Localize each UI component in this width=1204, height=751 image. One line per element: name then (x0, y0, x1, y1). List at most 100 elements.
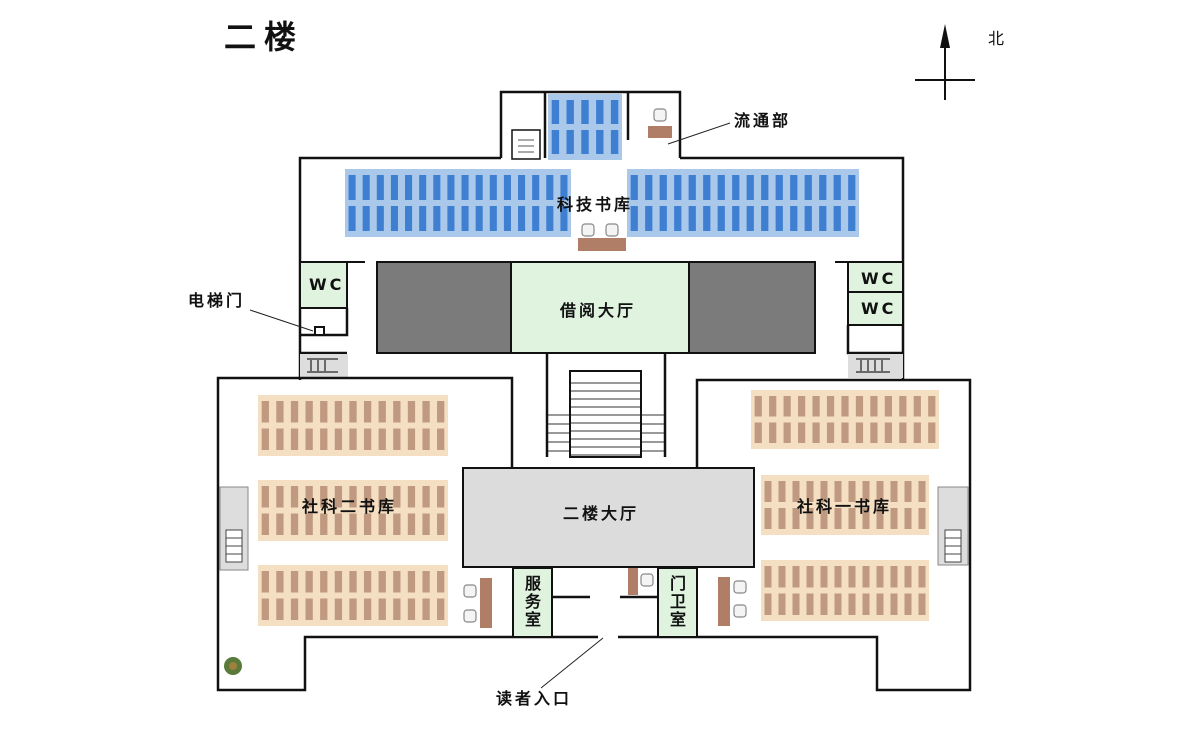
bookshelf (489, 206, 497, 231)
bookshelf (645, 175, 653, 200)
bookshelf (862, 593, 870, 615)
bookshelf (630, 175, 638, 200)
bookshelf (407, 598, 416, 620)
bookshelf (363, 571, 372, 593)
bookshelf (305, 428, 313, 450)
bookshelf (798, 422, 806, 443)
bookshelf (376, 175, 384, 200)
bookshelf (363, 598, 372, 620)
bookshelf (899, 422, 907, 443)
reader-entrance-label: 读者入口 (496, 689, 572, 708)
bookshelf (407, 401, 416, 423)
bookshelf (290, 598, 299, 620)
bookshelf (437, 401, 445, 423)
service-room[interactable] (512, 567, 553, 638)
bookshelf (437, 486, 445, 508)
bookshelf (489, 175, 497, 200)
bookshelf (566, 130, 574, 154)
wc-right-2[interactable] (847, 291, 904, 326)
bookshelf (362, 206, 370, 231)
chair-icon (640, 573, 654, 587)
bookshelf (320, 598, 328, 620)
bookshelf (261, 571, 269, 593)
bookshelf (261, 428, 269, 450)
bookshelf (405, 206, 413, 231)
bookshelf (596, 100, 604, 124)
bookshelf (792, 566, 800, 588)
bookshelf (393, 571, 401, 593)
bookshelf (581, 130, 589, 154)
guard-room[interactable] (657, 567, 698, 638)
bookshelf (532, 206, 540, 231)
desk (480, 578, 492, 628)
bookshelf (437, 598, 445, 620)
central-staircase (545, 353, 667, 458)
bookshelf (320, 513, 328, 535)
bookshelf (876, 593, 884, 615)
bookshelf (913, 396, 921, 417)
wc-right-1[interactable] (847, 261, 904, 293)
bookshelf (826, 396, 835, 417)
bookshelf (551, 100, 560, 124)
bookshelf (261, 598, 269, 620)
bookshelf (518, 175, 526, 200)
desk (648, 126, 672, 138)
second-floor-hall[interactable] (462, 467, 755, 568)
guard-room-char-1: 门 (670, 574, 689, 593)
bookshelf (349, 513, 357, 535)
bookshelf (862, 508, 870, 529)
bookshelf (806, 481, 814, 502)
wc-right-2-label: WC (861, 299, 896, 318)
bookshelf (320, 401, 328, 423)
bookshelf (834, 481, 842, 502)
bookshelf (407, 513, 416, 535)
north-label: 北 (988, 29, 1004, 48)
bookshelf (804, 175, 812, 200)
bookshelf (806, 593, 814, 615)
chair-icon (463, 609, 477, 623)
bookshelf (305, 401, 313, 423)
bookshelf (378, 401, 386, 423)
desk (718, 577, 730, 626)
bookshelf (834, 566, 842, 588)
bookshelf (390, 206, 398, 231)
bookshelf (870, 396, 878, 417)
circulation-label: 流通部 (734, 111, 791, 130)
bookshelf (792, 508, 800, 529)
bookshelf (790, 175, 798, 200)
bookshelf (820, 508, 828, 529)
bookshelf (437, 428, 445, 450)
bookshelf (276, 598, 284, 620)
bookshelf (407, 571, 416, 593)
chair-icon (653, 108, 667, 122)
bookshelf (348, 206, 356, 231)
bookshelf (764, 593, 772, 615)
bookshelf (918, 481, 926, 502)
chair-icon (733, 604, 747, 618)
bookshelf (422, 513, 430, 535)
gray-block-left (376, 261, 512, 354)
bookshelf (833, 175, 841, 200)
bookshelf (334, 428, 343, 450)
bookshelf (363, 401, 372, 423)
bookshelf (819, 175, 827, 200)
bookshelf (363, 486, 372, 508)
bookshelf (918, 566, 926, 588)
bookshelf (610, 130, 619, 154)
bookshelf (884, 422, 892, 443)
side-stairs-left-icon (219, 486, 249, 571)
bookshelf (393, 486, 401, 508)
bookshelf (826, 422, 835, 443)
bookshelf (518, 206, 526, 231)
bookshelf (819, 206, 827, 231)
bookshelf (305, 486, 313, 508)
wc-left[interactable] (299, 261, 348, 309)
bookshelf (630, 206, 638, 231)
bookshelf (890, 481, 898, 502)
bookshelf (876, 566, 884, 588)
north-compass-icon (915, 24, 975, 100)
bookshelf (390, 175, 398, 200)
bookshelf (688, 206, 696, 231)
bookshelf (674, 175, 682, 200)
reading-hall[interactable] (510, 261, 690, 354)
